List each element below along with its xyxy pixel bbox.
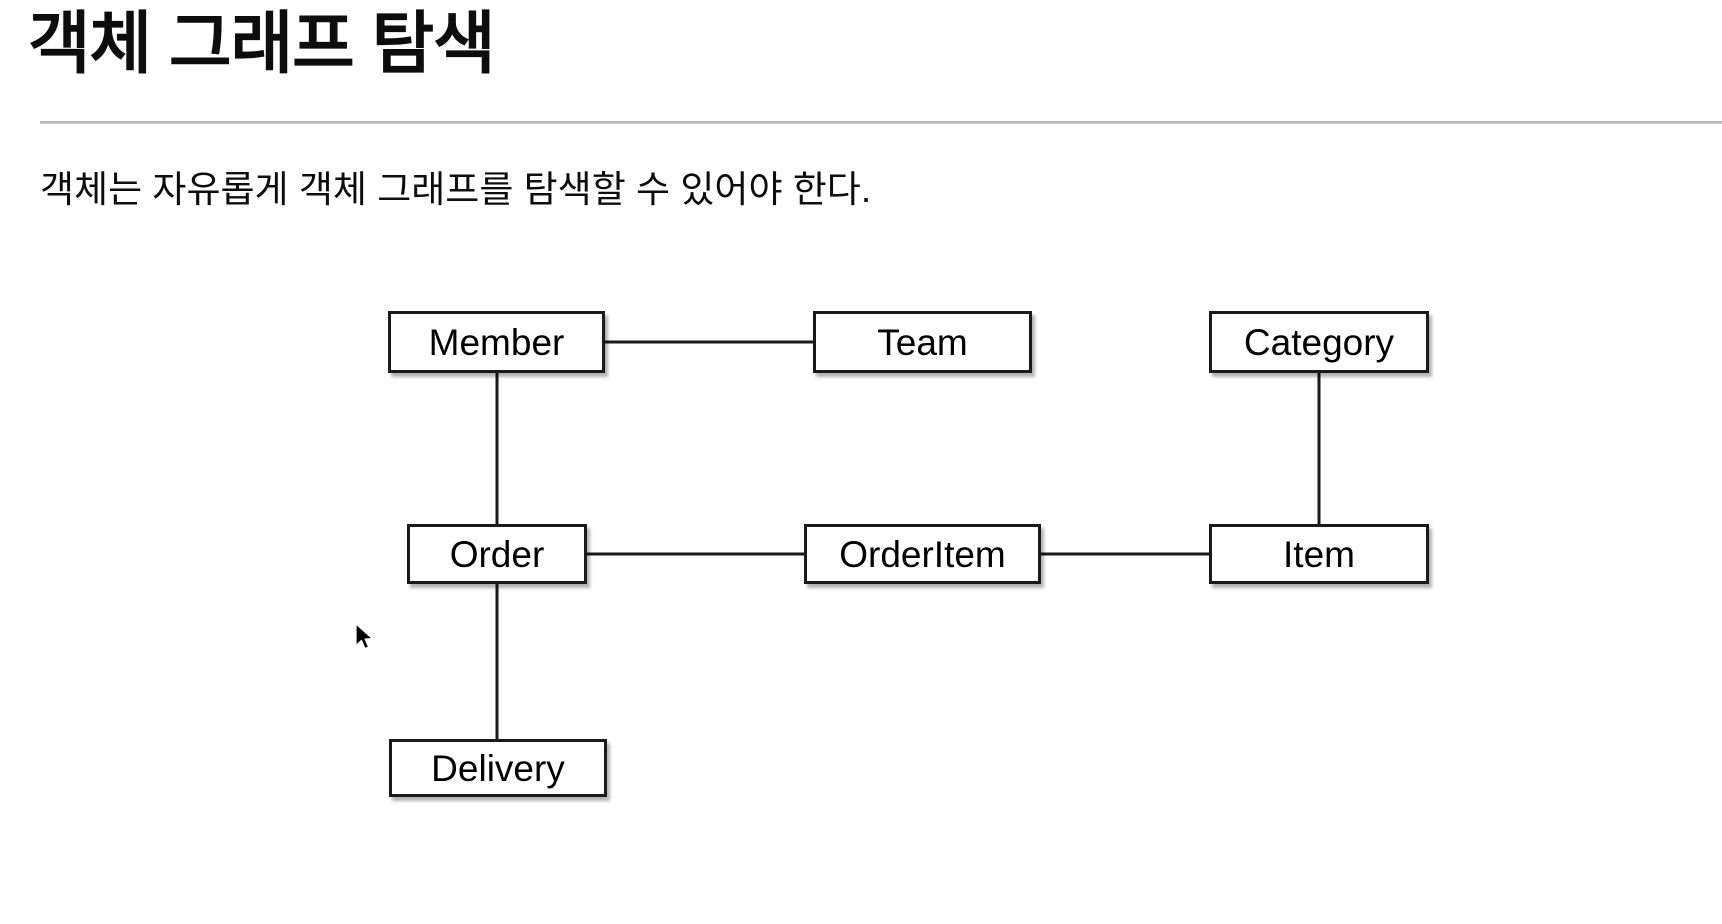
node-label: Item — [1283, 533, 1355, 575]
node-label: Delivery — [431, 747, 565, 789]
node-member[interactable]: Member — [388, 311, 605, 373]
node-team[interactable]: Team — [813, 311, 1032, 373]
node-delivery[interactable]: Delivery — [389, 739, 607, 797]
node-label: Order — [449, 533, 545, 575]
node-label: Member — [428, 321, 565, 363]
node-category[interactable]: Category — [1209, 311, 1429, 373]
node-item[interactable]: Item — [1209, 524, 1429, 584]
node-label: Category — [1243, 321, 1395, 363]
node-label: OrderItem — [839, 533, 1006, 575]
slide-subtitle: 객체는 자유롭게 객체 그래프를 탐색할 수 있어야 한다. — [40, 169, 872, 210]
title-divider — [40, 121, 1722, 124]
node-label: Team — [877, 321, 968, 363]
node-order[interactable]: Order — [407, 524, 587, 584]
page-title: 객체 그래프 탐색 — [28, 6, 496, 82]
node-orderitem[interactable]: OrderItem — [804, 524, 1041, 584]
